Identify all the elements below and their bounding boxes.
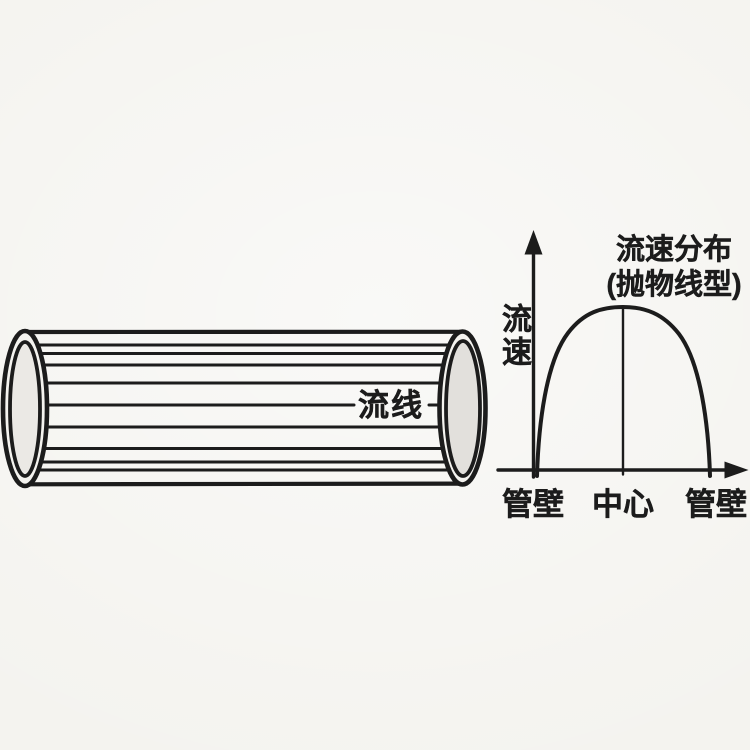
x-tick-label-wall-right: 管壁 xyxy=(685,487,747,522)
graph-title-line-1: 流速分布 xyxy=(615,234,732,266)
graph-title-line-2: (抛物线型) xyxy=(606,269,742,301)
streamlines xyxy=(28,343,450,472)
pipe-right-rim-inner xyxy=(444,339,482,478)
velocity-profile-curve xyxy=(535,304,712,478)
x-tick-label-wall-left: 管壁 xyxy=(502,487,564,522)
y-axis-arrowhead xyxy=(524,230,543,255)
x-tick-label-center: 中心 xyxy=(592,487,654,522)
x-axis-arrowhead xyxy=(724,461,749,479)
pipe-diagram xyxy=(0,328,488,489)
velocity-graph xyxy=(496,230,749,479)
pipe-left-rim-inner xyxy=(8,340,42,478)
graph-title: 流速分布 (抛物线型) xyxy=(564,233,750,303)
streamline-label: 流线 xyxy=(358,388,424,423)
pipe-bottom-edge xyxy=(22,481,466,487)
graph-y-axis-label: 流速 xyxy=(497,303,530,369)
